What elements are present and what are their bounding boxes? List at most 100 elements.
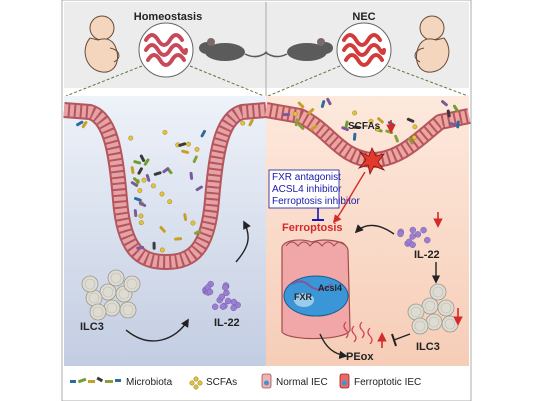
zoom-lines [65, 65, 469, 97]
ilc3-nucleus [122, 304, 134, 316]
lightning-icon [357, 147, 386, 176]
scfa-dot [352, 110, 358, 116]
microbe [408, 137, 414, 145]
microbe [344, 120, 349, 129]
legend-normal-iec: Normal IEC [276, 377, 328, 388]
microbe [394, 134, 399, 143]
microbe [248, 118, 254, 127]
scfa-dot [128, 135, 134, 141]
microbe [320, 100, 326, 108]
scfa-dot [137, 188, 143, 193]
ilc3-cell [119, 301, 137, 319]
scfa-dot [167, 199, 173, 205]
microbe [130, 166, 135, 175]
ilc3-nucleus [84, 278, 96, 290]
microbe [195, 185, 203, 192]
scfa-dot [292, 111, 298, 117]
scfa-dot [375, 126, 381, 132]
microbe [153, 171, 162, 176]
mouse-icon [199, 38, 268, 61]
il22-dot [230, 298, 238, 306]
ilc3-cell [123, 275, 141, 293]
scfa-dot [159, 191, 165, 197]
ilc3-cell [99, 283, 117, 301]
ilc3-cell [103, 299, 121, 317]
microbe [341, 126, 349, 132]
microbe [297, 123, 305, 130]
microbe [194, 229, 202, 235]
legend-ferroptotic-iec-swatch [339, 373, 350, 389]
microbe [192, 155, 198, 164]
microbe [282, 113, 291, 117]
peox-squiggles [343, 321, 373, 345]
ilc3-nucleus [432, 286, 444, 298]
il22-dot [206, 288, 214, 296]
microbe [81, 121, 88, 129]
microbe [137, 167, 143, 175]
scfa-dot [412, 124, 418, 130]
microbe [162, 167, 170, 174]
inhibition-bar-icon [312, 208, 324, 221]
il22-dot [414, 231, 422, 238]
microbe [132, 177, 140, 184]
scfa-dot [368, 118, 374, 124]
intestine-icon [336, 22, 392, 78]
left-ilc3-label: ILC3 [80, 321, 104, 333]
left-il22-label: IL-22 [214, 317, 240, 329]
microbe [139, 154, 146, 162]
microbe [174, 237, 183, 241]
microbe [352, 132, 357, 141]
ferroptotic-iec [281, 239, 351, 340]
inhibition-bar-icon [391, 333, 411, 347]
microbe [159, 226, 166, 233]
microbe [181, 149, 190, 154]
ilc3-cell [107, 269, 125, 287]
scfa-dot [411, 135, 417, 140]
il22-dot [211, 303, 219, 310]
right-title: NEC [352, 11, 375, 23]
arrow-icon [235, 220, 251, 263]
il22-cluster-right [397, 226, 431, 248]
ilc3-nucleus [110, 272, 122, 284]
il22-dot [218, 293, 226, 300]
ilc3-cell [411, 317, 429, 335]
fetus-icon [414, 15, 450, 73]
inhibitor-line-1: FXR antagonist [272, 172, 341, 183]
microbe [152, 241, 156, 250]
microbe [134, 197, 142, 202]
ilc3-nucleus [92, 306, 104, 318]
scfa-dot [240, 120, 246, 126]
microbe [326, 97, 332, 106]
left-ieclayer [63, 104, 267, 269]
microbe [377, 117, 384, 124]
right-il22-label: IL-22 [414, 249, 440, 261]
legend-ferroptotic-iec: Ferroptotic IEC [354, 377, 421, 388]
ilc3-cell [429, 283, 447, 301]
microbe [178, 142, 187, 147]
il22-dot [409, 241, 416, 248]
ferroptosis-label: Ferroptosis [282, 222, 343, 234]
microbe [130, 181, 138, 187]
il22-dot [230, 304, 237, 312]
left-title: Homeostasis [134, 11, 202, 23]
microbe [441, 100, 448, 107]
ilc3-cell [425, 313, 443, 331]
arrow-icon [125, 318, 189, 342]
ilc3-nucleus [410, 306, 422, 318]
fxr-label: FXR [294, 292, 313, 302]
acsl4-label: Acsl4 [318, 283, 342, 293]
microbe [297, 101, 305, 109]
ilc3-cell [407, 303, 425, 321]
microbe [143, 158, 150, 166]
scfa-dot [141, 177, 147, 183]
microbe [183, 213, 188, 222]
microbe [446, 109, 451, 118]
microbe [133, 160, 142, 165]
ilc3-cell [421, 297, 439, 315]
microbe [406, 117, 415, 123]
microbe [456, 120, 460, 129]
microbe [352, 125, 361, 130]
scfa-dot [194, 146, 200, 152]
inhibitor-line-2: ACSL4 inhibitor [272, 184, 342, 195]
